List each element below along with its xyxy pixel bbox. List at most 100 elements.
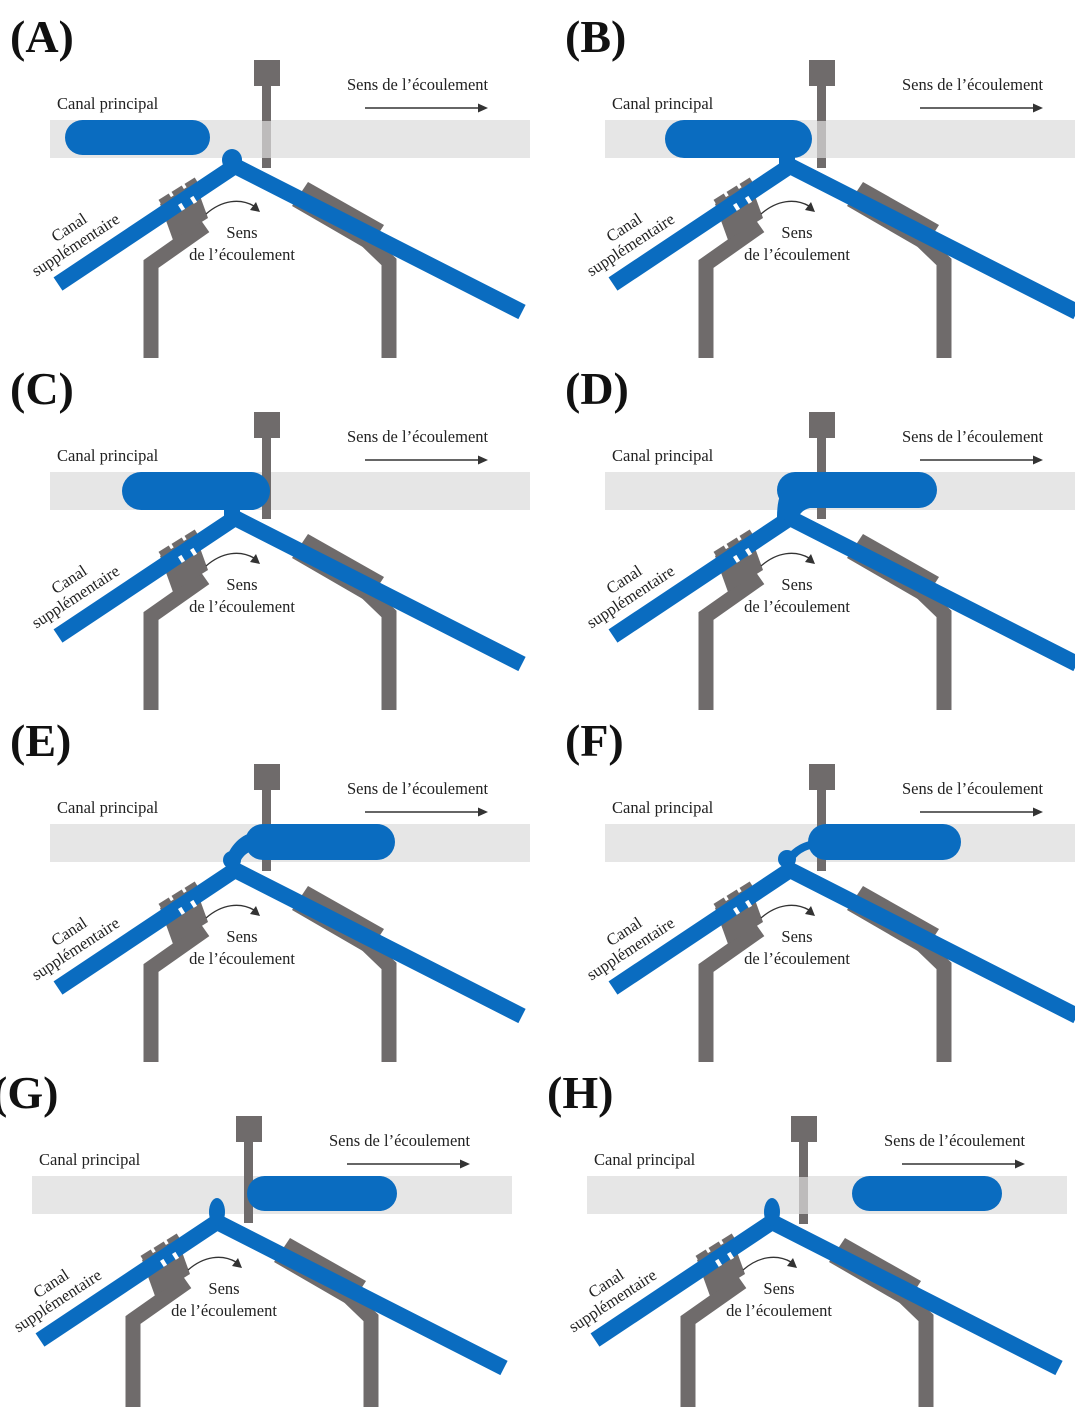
left-electrode-tooth [726, 537, 742, 552]
gate-electrode-head [809, 412, 835, 438]
side-flow-arrow-head [805, 554, 815, 564]
main-channel-label: Canal principal [39, 1150, 141, 1169]
side-flow-label-line2: de l’écoulement [189, 245, 295, 264]
side-flow-arrow-head [250, 202, 260, 212]
electrode-gap [893, 241, 901, 250]
junction-bulb [778, 850, 796, 868]
electrode-gap [893, 593, 901, 602]
electrode-gap [877, 936, 885, 945]
side-flow-arrow [742, 1256, 792, 1271]
main-channel-label: Canal principal [594, 1150, 696, 1169]
right-electrode-lead [356, 934, 397, 1062]
electrode-gap [861, 928, 869, 937]
side-flow-label-line1: Sens [226, 575, 257, 594]
gate-electrode-head [809, 764, 835, 790]
left-electrode-tooth [158, 545, 174, 560]
droplet-neck [777, 472, 810, 524]
side-flow-arrow [760, 904, 810, 919]
left-electrode-tooth [695, 1249, 711, 1264]
flow-arrow-head [1033, 807, 1043, 817]
right-electrode-lead [356, 582, 397, 710]
gate-electrode-head [791, 1116, 817, 1142]
flow-direction-label: Sens de l’écoulement [347, 75, 489, 94]
electrode-gap [877, 584, 885, 593]
electrode-gap [715, 1258, 723, 1267]
electrode-gap [306, 928, 314, 937]
junction-bulb [223, 851, 241, 869]
left-electrode-tooth [158, 193, 174, 208]
electrode-gap [354, 602, 362, 611]
gate-electrode-head [236, 1116, 262, 1142]
main-channel-label: Canal principal [57, 798, 159, 817]
electrode-gap [338, 593, 346, 602]
electrode-gap [733, 906, 741, 915]
electrode-gap [909, 249, 917, 259]
electrode-gap [861, 224, 869, 233]
side-flow-label-line1: Sens [208, 1279, 239, 1298]
electrode-gap [322, 936, 330, 945]
electrode-gap [177, 202, 186, 211]
side-flow-arrow [205, 200, 255, 215]
left-electrode-tooth [171, 537, 187, 552]
side-flow-label-line1: Sens [781, 927, 812, 946]
side-channel [53, 508, 526, 672]
panel-label: (F) [565, 715, 624, 766]
electrode-gap [354, 954, 362, 963]
gate-electrode-head [809, 60, 835, 86]
flow-direction-label: Sens de l’écoulement [902, 779, 1044, 798]
electrode-gap [171, 1251, 180, 1260]
side-flow-arrow-head [805, 202, 815, 212]
main-channel-label: Canal principal [612, 94, 714, 113]
side-flow-label-line1: Sens [781, 575, 812, 594]
gate-electrode-stem [262, 85, 271, 121]
panel-label: (E) [10, 715, 71, 766]
left-electrode-tooth [713, 193, 729, 208]
flow-arrow-head [478, 455, 488, 465]
side-flow-arrow [205, 552, 255, 567]
left-electrode-tooth [713, 545, 729, 560]
side-flow-label-line1: Sens [226, 223, 257, 242]
left-electrode-tooth [153, 1241, 169, 1256]
side-flow-arrow-head [250, 554, 260, 564]
electrode-gap [177, 906, 186, 915]
flow-arrow-head [1015, 1159, 1025, 1169]
left-electrode-tooth [726, 185, 742, 200]
side-flow-label-line2: de l’écoulement [189, 597, 295, 616]
main-channel-label: Canal principal [612, 446, 714, 465]
left-electrode-lead [698, 923, 765, 1062]
side-flow-label-line2: de l’écoulement [744, 245, 850, 264]
electrode-gap [909, 954, 917, 963]
gate-electrode-head [254, 60, 280, 86]
droplet [245, 824, 395, 860]
side-channel [35, 1212, 508, 1376]
electrode-gap [338, 945, 346, 954]
junction-bulb [222, 149, 242, 171]
droplet [122, 472, 270, 510]
main-channel-label: Canal principal [57, 446, 159, 465]
right-electrode-lead [911, 934, 952, 1062]
left-electrode-tooth [713, 897, 729, 912]
flow-direction-label: Sens de l’écoulement [884, 1131, 1026, 1150]
panel-label: (H) [547, 1067, 613, 1118]
side-channel [608, 860, 1075, 1024]
main-channel-label: Canal principal [57, 94, 159, 113]
electrode-gap [354, 249, 362, 259]
left-electrode-lead [125, 1275, 192, 1407]
electrode-gap [859, 1288, 867, 1297]
electrode-gap [843, 1280, 851, 1289]
droplet [247, 1176, 397, 1211]
side-flow-arrow-head [250, 906, 260, 916]
side-flow-arrow-head [232, 1258, 242, 1268]
side-channel [608, 156, 1075, 320]
electrode-gap [891, 1306, 899, 1315]
droplet [665, 120, 812, 158]
side-flow-label-line2: de l’écoulement [171, 1301, 277, 1320]
electrode-gap [304, 1288, 312, 1297]
right-electrode-lead [338, 1286, 379, 1407]
droplet [808, 824, 961, 860]
left-electrode-tooth [726, 889, 742, 904]
electrode-gap [320, 1297, 328, 1306]
left-electrode-lead [698, 219, 765, 358]
